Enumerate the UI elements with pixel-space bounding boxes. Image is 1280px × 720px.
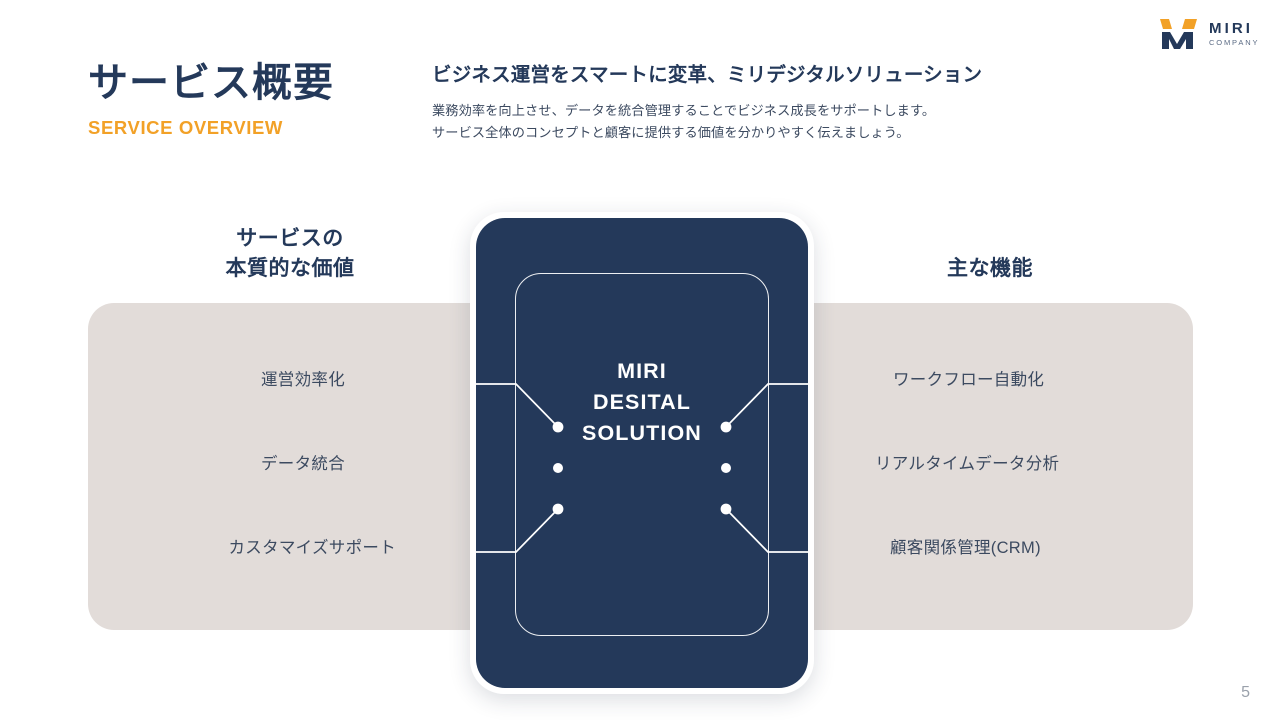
logo-wordmark: MIRI COMPANY (1209, 21, 1259, 47)
center-card-title: MIRI DESITAL SOLUTION (476, 356, 808, 450)
node-left-1 (553, 463, 563, 473)
left-column-heading: サービスの 本質的な価値 (155, 224, 425, 285)
right-item-label-0: ワークフロー自動化 (893, 371, 1045, 389)
title-block: サービス概要 SERVICE OVERVIEW (88, 60, 428, 139)
lede-body: 業務効率を向上させ、データを統合管理することでビジネス成長をサポートします。 サ… (432, 100, 1072, 144)
page-subtitle-english: SERVICE OVERVIEW (88, 117, 283, 138)
path-right-2 (725, 508, 808, 553)
left-column-heading-line-1: サービスの (236, 227, 344, 250)
node-left-0 (552, 421, 564, 433)
lede-heading: ビジネス運営をスマートに変革、ミリデジタルソリューション (432, 64, 983, 86)
lede-block: ビジネス運営をスマートに変革、ミリデジタルソリューション 業務効率を向上させ、デ… (432, 62, 1072, 144)
logo-name: MIRI (1209, 20, 1254, 38)
left-item-label-1: データ統合 (261, 455, 345, 473)
center-solution-card: MIRI DESITAL SOLUTION (470, 212, 814, 694)
center-card-connectors (476, 383, 808, 553)
page-number: 5 (1241, 684, 1250, 701)
node-left-2 (552, 503, 564, 515)
path-right-0 (725, 383, 808, 428)
miri-m-monogram-icon (1160, 17, 1200, 51)
node-right-1 (721, 463, 731, 473)
center-card-body: MIRI DESITAL SOLUTION (476, 218, 808, 688)
center-card-title-line-1: MIRI (617, 359, 667, 383)
brand-logo: MIRI COMPANY (1160, 14, 1270, 54)
center-card-title-line-2: DESITAL (592, 390, 692, 415)
right-item-label-2: 顧客関係管理(CRM) (890, 539, 1041, 557)
path-left-2 (476, 508, 559, 553)
right-item-label-1: リアルタイムデータ分析 (875, 455, 1060, 473)
path-left-0 (476, 383, 559, 428)
center-card-title-line-3: SOLUTION (582, 421, 702, 446)
node-right-0 (720, 421, 732, 433)
left-item-label-2: カスタマイズサポート (228, 539, 396, 557)
logo-subtitle: COMPANY (1209, 38, 1260, 48)
page-title: サービス概要 (88, 61, 334, 105)
lede-body-line-2: サービス全体のコンセプトと顧客に提供する価値を分かりやすく伝えましょう。 (432, 125, 910, 141)
lede-body-line-1: 業務効率を向上させ、データを統合管理することでビジネス成長をサポートします。 (432, 103, 936, 119)
center-card-outline (515, 273, 769, 636)
node-right-2 (720, 503, 732, 515)
left-item-label-0: 運営効率化 (261, 371, 345, 389)
left-column-heading-line-2: 本質的な価値 (225, 257, 355, 281)
right-column-heading: 主な機能 (947, 257, 1033, 280)
